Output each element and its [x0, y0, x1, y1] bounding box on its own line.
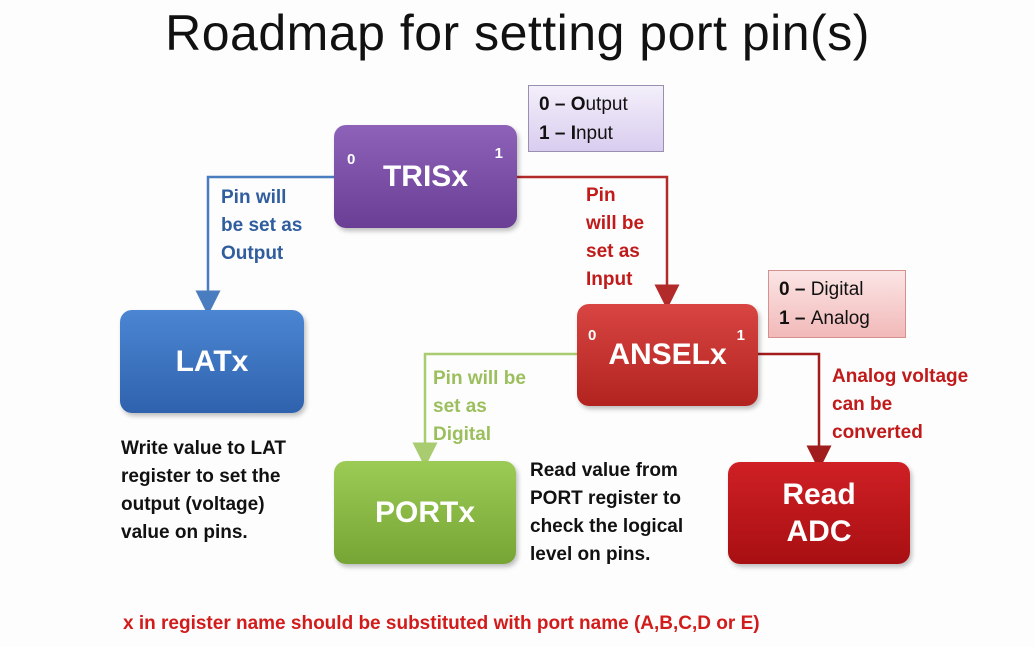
portx-label: PORTx [374, 495, 476, 529]
latx-box: LATx [120, 310, 304, 413]
trisx-label: TRISx [382, 159, 469, 193]
trisx-legend-row-1: 1 – Input [539, 123, 613, 144]
anselx-bit1-label: 1 [736, 327, 745, 344]
substitution-footnote: x in register name should be substituted… [123, 613, 760, 634]
anselx-legend: 0 – Digital 1 – Analog [768, 270, 906, 338]
page-title: Roadmap for setting port pin(s) [165, 5, 870, 61]
read-adc-box: Read ADC [728, 462, 910, 564]
trisx-box: TRISx 0 1 [334, 125, 517, 228]
trisx-legend-row-0: 0 – Output [539, 94, 628, 115]
anselx-bit0-label: 0 [588, 327, 597, 344]
anselx-legend-row-0: 0 – Digital [779, 279, 864, 300]
anselx-legend-row-1: 1 – Analog [779, 308, 870, 329]
anselx-box: ANSELx 0 1 [577, 304, 758, 406]
latx-label: LATx [175, 344, 249, 378]
digital-arrow [412, 352, 577, 468]
trisx-legend: 0 – Output 1 – Input [528, 85, 664, 152]
portx-box: PORTx [334, 461, 516, 564]
trisx-bit1-label: 1 [494, 145, 503, 162]
input-arrow [517, 175, 680, 310]
analog-arrow [757, 352, 832, 471]
anselx-label: ANSELx [608, 338, 727, 372]
output-arrow [195, 175, 334, 316]
trisx-bit0-label: 0 [347, 151, 356, 168]
read-adc-line1: Read [782, 477, 856, 511]
read-adc-line2: ADC [786, 515, 852, 548]
